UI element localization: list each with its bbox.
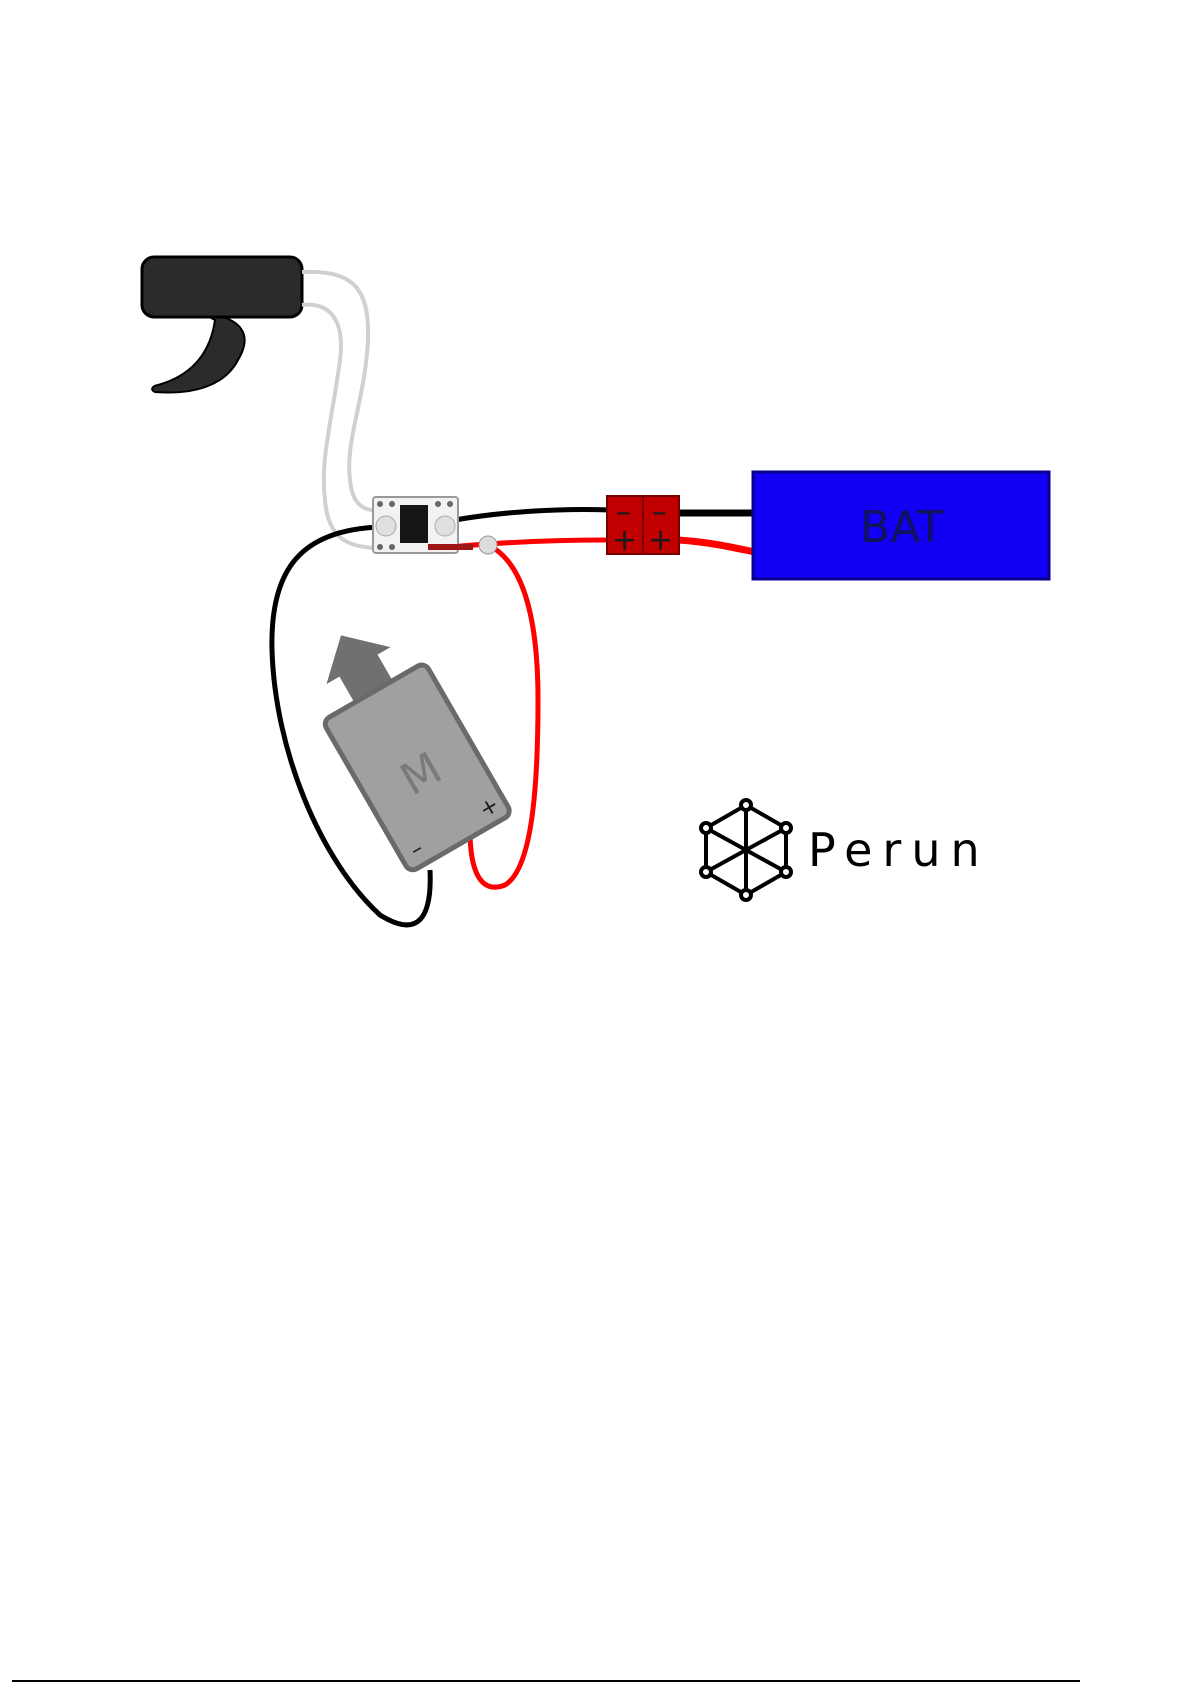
trigger-switch	[142, 257, 302, 393]
connector-left-plus: +	[612, 523, 637, 558]
motor-positive-wire	[470, 545, 538, 887]
power-connector: – + – +	[607, 495, 679, 558]
bottom-rule	[12, 1680, 1080, 1682]
battery-negative-wire	[455, 509, 610, 520]
perun-logo: Perun	[701, 800, 990, 900]
battery-label: BAT	[860, 502, 944, 553]
battery: BAT	[753, 472, 1049, 579]
perun-logo-mark	[701, 800, 791, 900]
motor: M – +	[290, 606, 512, 873]
trigger-housing	[142, 257, 302, 317]
battery-lead-positive	[678, 540, 755, 552]
trigger-blade	[152, 312, 244, 393]
perun-logo-text: Perun	[808, 823, 990, 877]
solder-joint	[479, 536, 497, 554]
connector-right-plus: +	[648, 523, 673, 558]
signal-wires	[302, 272, 380, 548]
